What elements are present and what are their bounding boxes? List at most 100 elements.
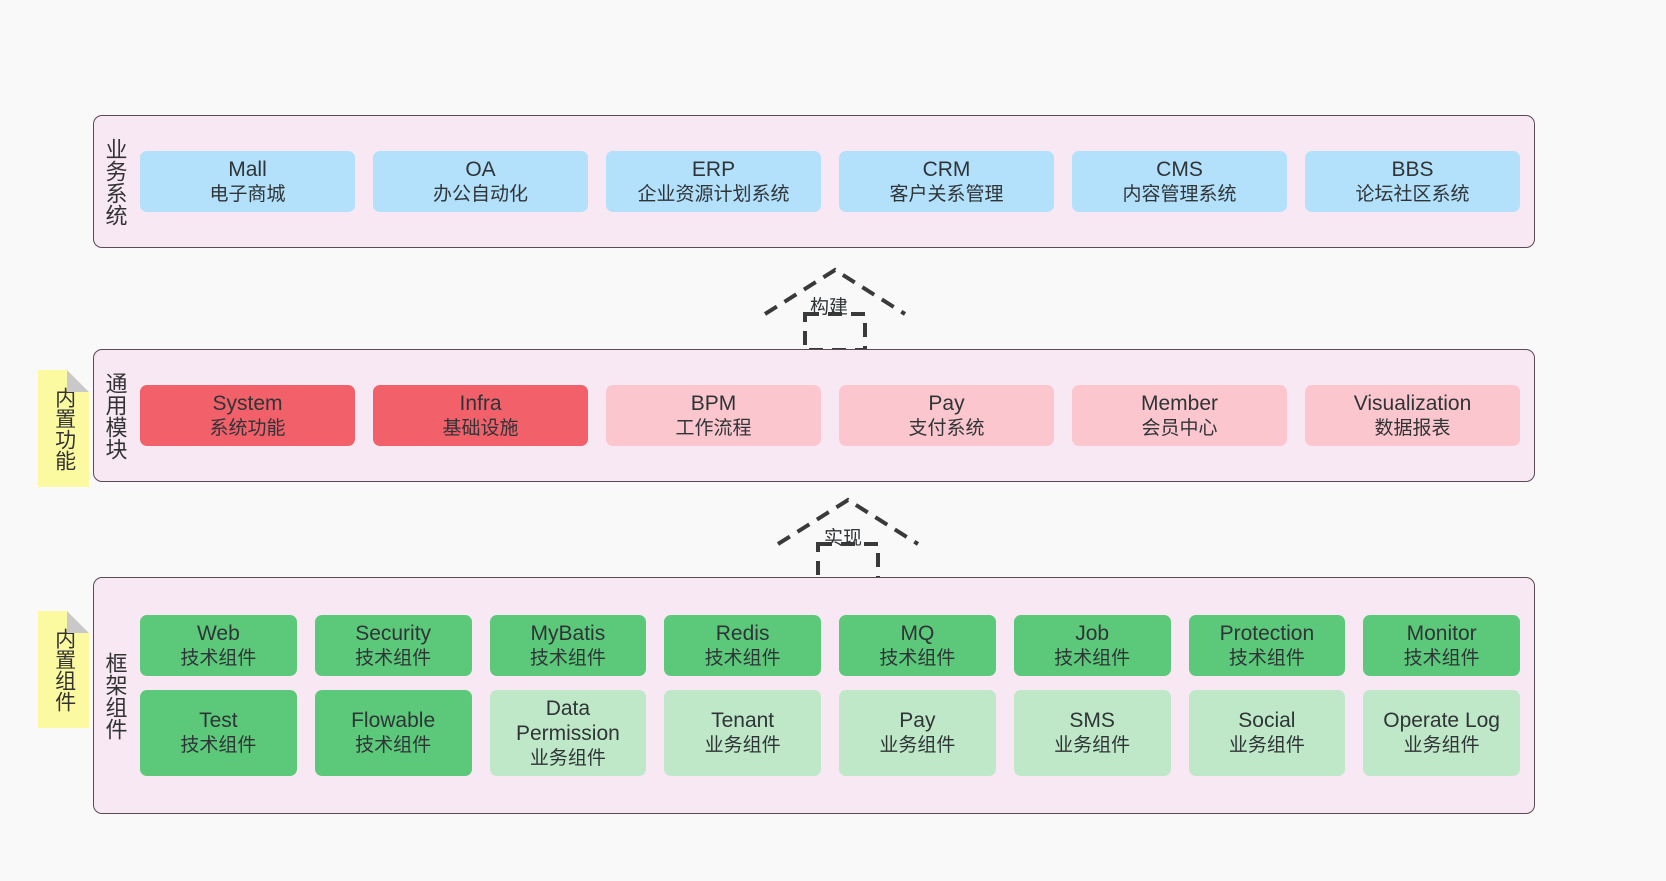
card-subtitle: 电子商城 bbox=[209, 183, 286, 205]
layer-title-framework-component: 框架组件 bbox=[102, 651, 128, 740]
card-subtitle: 业务组件 bbox=[879, 735, 956, 757]
card-title: BPM bbox=[690, 392, 737, 416]
card-subtitle: 业务组件 bbox=[1054, 735, 1131, 757]
card-mq[interactable]: MQ 技术组件 bbox=[839, 614, 996, 676]
connector-implement-label: 实现 bbox=[824, 528, 863, 549]
layer-body-common-module: System 系统功能 Infra 基础设施 BPM 工作流程 Pay 支付系统… bbox=[134, 350, 1534, 481]
card-subtitle: 业务组件 bbox=[1403, 735, 1480, 757]
connector-build-label: 构建 bbox=[810, 297, 849, 318]
card-title: Tenant bbox=[711, 709, 775, 733]
card-title: Infra bbox=[459, 392, 502, 416]
card-sms[interactable]: SMS 业务组件 bbox=[1013, 689, 1171, 777]
card-row: System 系统功能 Infra 基础设施 BPM 工作流程 Pay 支付系统… bbox=[140, 385, 1520, 446]
card-title: BBS bbox=[1391, 158, 1434, 182]
card-subtitle: 论坛社区系统 bbox=[1355, 183, 1470, 205]
card-job[interactable]: Job 技术组件 bbox=[1013, 614, 1171, 676]
note-label: 内置功能 bbox=[52, 386, 76, 471]
card-subtitle: 会员中心 bbox=[1141, 417, 1218, 439]
card-row: Mall 电子商城 OA 办公自动化 ERP 企业资源计划系统 CRM 客户关系… bbox=[140, 151, 1520, 212]
card-title: CRM bbox=[922, 158, 971, 182]
card-subtitle: 技术组件 bbox=[529, 647, 606, 669]
card-subtitle: 技术组件 bbox=[1228, 647, 1305, 669]
card-erp[interactable]: ERP 企业资源计划系统 bbox=[606, 151, 821, 212]
card-title: Flowable bbox=[351, 709, 436, 733]
layer-framework-component[interactable]: 框架组件 Web 技术组件 Security 技术组件 MyBatis 技术组件… bbox=[93, 577, 1535, 814]
card-title: OA bbox=[465, 158, 496, 182]
card-subtitle: 技术组件 bbox=[180, 647, 257, 669]
layer-common-module[interactable]: 通用模块 System 系统功能 Infra 基础设施 BPM 工作流程 Pay… bbox=[93, 349, 1535, 482]
card-monitor[interactable]: Monitor 技术组件 bbox=[1363, 614, 1520, 676]
card-subtitle: 技术组件 bbox=[1054, 647, 1131, 669]
card-title: Pay bbox=[899, 709, 936, 733]
card-title: System bbox=[212, 392, 283, 416]
card-protection[interactable]: Protection 技术组件 bbox=[1188, 614, 1346, 676]
card-subtitle: 技术组件 bbox=[355, 735, 432, 757]
layer-title-common-module: 通用模块 bbox=[102, 371, 128, 460]
card-web[interactable]: Web 技术组件 bbox=[140, 614, 297, 676]
card-title: ERP bbox=[691, 158, 736, 182]
card-subtitle: 内容管理系统 bbox=[1122, 183, 1237, 205]
card-title: Data Permission bbox=[515, 696, 620, 746]
card-subtitle: 业务组件 bbox=[1228, 735, 1305, 757]
card-title: Social bbox=[1238, 709, 1296, 733]
card-subtitle: 技术组件 bbox=[180, 735, 257, 757]
card-title: Monitor bbox=[1406, 621, 1477, 645]
card-crm[interactable]: CRM 客户关系管理 bbox=[839, 151, 1054, 212]
card-subtitle: 技术组件 bbox=[1403, 647, 1480, 669]
card-subtitle: 客户关系管理 bbox=[889, 183, 1004, 205]
card-test[interactable]: Test 技术组件 bbox=[140, 689, 297, 777]
card-row: Web 技术组件 Security 技术组件 MyBatis 技术组件 Redi… bbox=[140, 614, 1520, 676]
card-subtitle: 办公自动化 bbox=[432, 183, 528, 205]
card-title: Operate Log bbox=[1383, 709, 1500, 733]
card-title: Web bbox=[196, 621, 240, 645]
card-flowable[interactable]: Flowable 技术组件 bbox=[314, 689, 472, 777]
card-infra[interactable]: Infra 基础设施 bbox=[373, 385, 588, 446]
card-mybatis[interactable]: MyBatis 技术组件 bbox=[489, 614, 647, 676]
card-subtitle: 基础设施 bbox=[442, 417, 519, 439]
card-title: Security bbox=[355, 621, 432, 645]
card-title: Mall bbox=[228, 158, 267, 182]
card-system[interactable]: System 系统功能 bbox=[140, 385, 355, 446]
note-fold-corner-icon bbox=[67, 370, 89, 392]
note-builtin-function[interactable]: 内置功能 bbox=[38, 370, 89, 487]
note-builtin-component[interactable]: 内置组件 bbox=[38, 611, 89, 728]
card-data-permission[interactable]: Data Permission 业务组件 bbox=[489, 689, 647, 777]
card-operate-log[interactable]: Operate Log 业务组件 bbox=[1363, 689, 1520, 777]
card-subtitle: 数据报表 bbox=[1374, 417, 1451, 439]
card-pay[interactable]: Pay 支付系统 bbox=[839, 385, 1054, 446]
card-subtitle: 支付系统 bbox=[908, 417, 985, 439]
card-subtitle: 业务组件 bbox=[529, 747, 606, 769]
card-cms[interactable]: CMS 内容管理系统 bbox=[1072, 151, 1287, 212]
card-mall[interactable]: Mall 电子商城 bbox=[140, 151, 355, 212]
card-subtitle: 工作流程 bbox=[675, 417, 752, 439]
card-bpm[interactable]: BPM 工作流程 bbox=[606, 385, 821, 446]
card-security[interactable]: Security 技术组件 bbox=[314, 614, 472, 676]
card-subtitle: 技术组件 bbox=[704, 647, 781, 669]
card-subtitle: 企业资源计划系统 bbox=[637, 183, 790, 205]
note-label: 内置组件 bbox=[52, 627, 76, 712]
card-redis[interactable]: Redis 技术组件 bbox=[664, 614, 821, 676]
card-social[interactable]: Social 业务组件 bbox=[1188, 689, 1346, 777]
layer-body-framework-component: Web 技术组件 Security 技术组件 MyBatis 技术组件 Redi… bbox=[134, 578, 1534, 813]
card-pay-business[interactable]: Pay 业务组件 bbox=[839, 689, 996, 777]
card-title: Visualization bbox=[1353, 392, 1472, 416]
card-title: Pay bbox=[928, 392, 965, 416]
card-subtitle: 系统功能 bbox=[209, 417, 286, 439]
card-subtitle: 业务组件 bbox=[704, 735, 781, 757]
layer-business-system[interactable]: 业务系统 Mall 电子商城 OA 办公自动化 ERP 企业资源计划系统 CRM… bbox=[93, 115, 1535, 248]
card-member[interactable]: Member 会员中心 bbox=[1072, 385, 1287, 446]
card-tenant[interactable]: Tenant 业务组件 bbox=[664, 689, 821, 777]
card-title: MQ bbox=[900, 621, 935, 645]
card-subtitle: 技术组件 bbox=[879, 647, 956, 669]
card-subtitle: 技术组件 bbox=[355, 647, 432, 669]
card-title: Job bbox=[1075, 621, 1110, 645]
card-title: Test bbox=[199, 709, 238, 733]
card-bbs[interactable]: BBS 论坛社区系统 bbox=[1305, 151, 1520, 212]
card-oa[interactable]: OA 办公自动化 bbox=[373, 151, 588, 212]
card-row: Test 技术组件 Flowable 技术组件 Data Permission … bbox=[140, 689, 1520, 777]
card-title: Member bbox=[1140, 392, 1219, 416]
card-visualization[interactable]: Visualization 数据报表 bbox=[1305, 385, 1520, 446]
note-fold-corner-icon bbox=[67, 611, 89, 633]
card-title: SMS bbox=[1069, 709, 1115, 733]
card-title: MyBatis bbox=[530, 621, 606, 645]
